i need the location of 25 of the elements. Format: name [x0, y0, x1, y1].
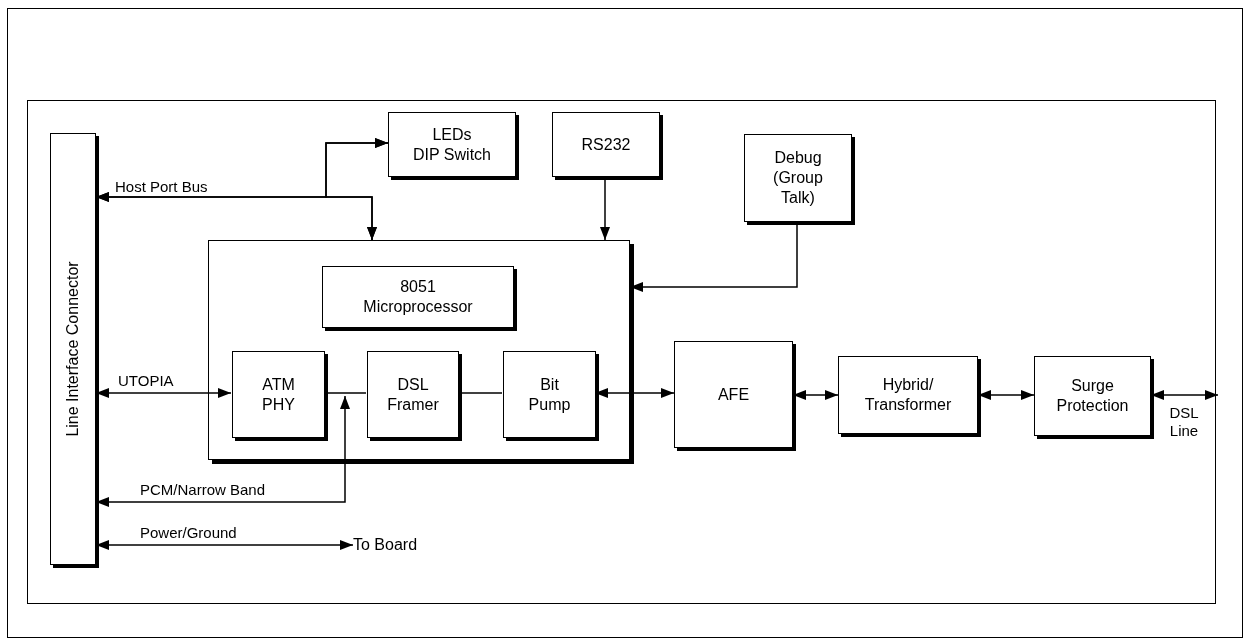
box-label: Surge Protection — [1055, 376, 1130, 416]
component-box — [388, 112, 516, 177]
component-box — [674, 341, 793, 448]
box-label: AFE — [717, 384, 750, 405]
box-label: Bit Pump — [527, 374, 572, 415]
component-box — [838, 356, 978, 434]
box-label: RS232 — [581, 134, 631, 155]
component-box — [322, 266, 514, 328]
connector-box — [50, 133, 96, 565]
box-label: ATM PHY — [261, 374, 296, 415]
box-label: Line Interface Connector — [63, 261, 82, 437]
connector-arrow — [325, 138, 389, 241]
box-label: 8051 Microprocessor — [362, 277, 474, 317]
component-box — [744, 134, 852, 222]
box-label: DSL Framer — [386, 374, 440, 415]
box-label: DIP Switch — [413, 144, 491, 165]
box-label: LEDs — [432, 124, 472, 145]
component-box — [1034, 356, 1151, 436]
box-label: Debug (Group Talk) — [772, 148, 824, 208]
component-box — [232, 351, 325, 438]
box-label: Hybrid/ Transformer — [863, 375, 953, 415]
component-box — [367, 351, 459, 438]
component-box — [503, 351, 596, 438]
board-label: To Board — [353, 535, 418, 555]
component-box — [552, 112, 660, 177]
